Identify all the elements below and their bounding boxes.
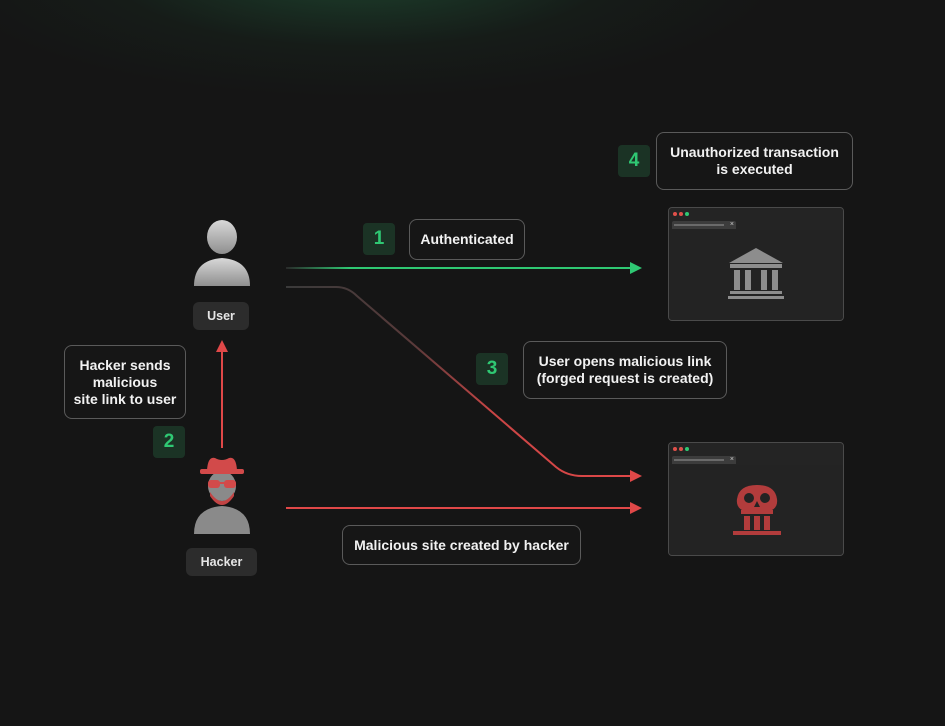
malicious-site-arrowhead [630,502,642,514]
skull-bank-icon [733,485,781,535]
browser-content [669,465,843,555]
hacker-icon [194,457,250,534]
step-4-label: Unauthorized transaction is executed [656,132,853,190]
tab-url-placeholder [674,224,724,226]
step-3-label: User opens malicious link (forged reques… [523,341,727,399]
browser-tab: × [672,456,736,464]
maximize-dot [685,447,689,451]
step-2-badge: 2 [153,426,185,458]
hacker-label: Hacker [186,548,257,576]
step-4-badge: 4 [618,145,650,177]
close-dot [673,212,677,216]
tab-url-placeholder [674,459,724,461]
person-icon [194,220,250,286]
authenticated-arrowhead [630,262,642,274]
malicious-site-label: Malicious site created by hacker [342,525,581,565]
bank-icon [728,248,784,299]
close-dot [673,447,677,451]
malicious-site-window: × [668,442,844,556]
bank-site-window: × [668,207,844,321]
send-link-arrowhead [216,340,228,352]
minimize-dot [679,212,683,216]
step-3-badge: 3 [476,353,508,385]
user-label: User [193,302,249,330]
browser-toolbar: × [669,208,843,230]
tab-close-icon: × [729,221,734,228]
tab-close-icon: × [729,456,734,463]
maximize-dot [685,212,689,216]
step-2-label: Hacker sends malicious site link to user [64,345,186,419]
step-1-label: Authenticated [409,219,525,260]
browser-toolbar: × [669,443,843,465]
minimize-dot [679,447,683,451]
browser-tab: × [672,221,736,229]
browser-content [669,230,843,320]
step-1-badge: 1 [363,223,395,255]
forged-request-arrowhead [630,470,642,482]
forged-request-arrow [286,286,630,477]
background-glow [0,0,945,240]
